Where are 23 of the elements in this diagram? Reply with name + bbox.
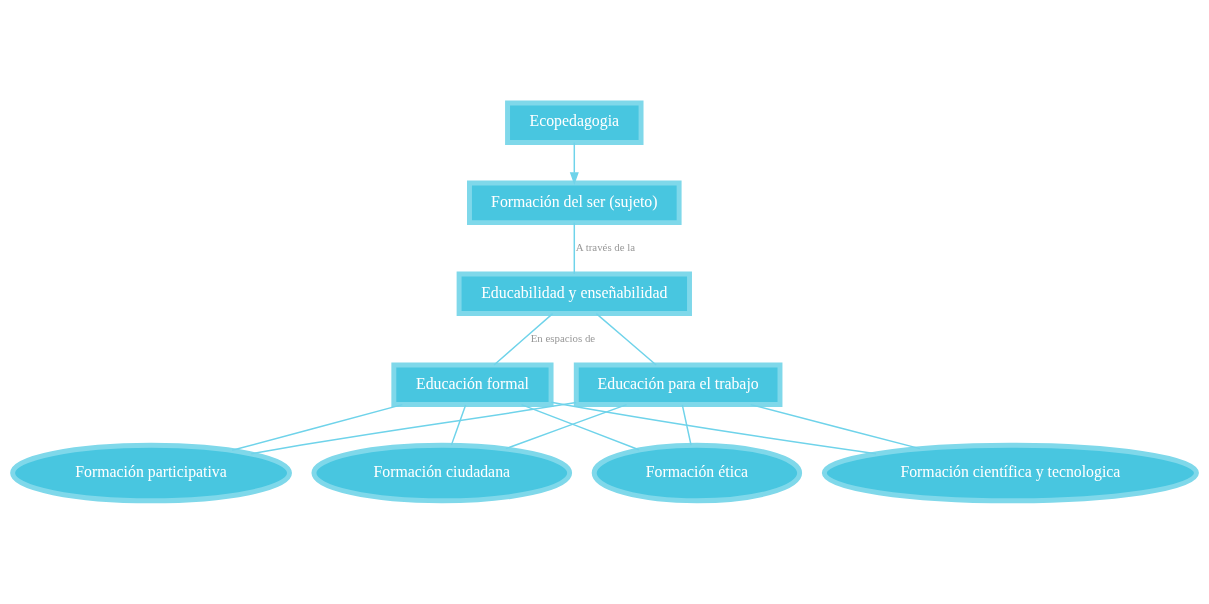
connector [573,221,576,275]
connector [250,401,577,455]
connector [450,404,467,446]
node-box: Educabilidad y enseñabilidad [456,271,692,317]
edge-label: En espacios de [530,332,596,345]
connector [550,401,877,455]
node-box: Formación del ser (sujeto) [467,180,682,226]
node-box: Educación para el trabajo [573,362,783,408]
connector [505,403,628,450]
edge-label: A través de la [575,241,636,254]
node-ellipse: Formación participativa [10,442,292,504]
node-ellipse: Formación ciudadana [311,442,573,504]
connector [595,312,657,366]
node-ellipse: Formación ética [591,442,803,504]
connector [231,403,404,452]
arrow [569,141,579,186]
connector [520,403,640,451]
connector [493,312,554,366]
node-box: Ecopedagogia [505,100,644,145]
node-ellipse: Formación científica y tecnologica [821,442,1199,504]
connector [681,404,692,446]
node-box: Educación formal [391,362,554,408]
connector [749,403,921,450]
